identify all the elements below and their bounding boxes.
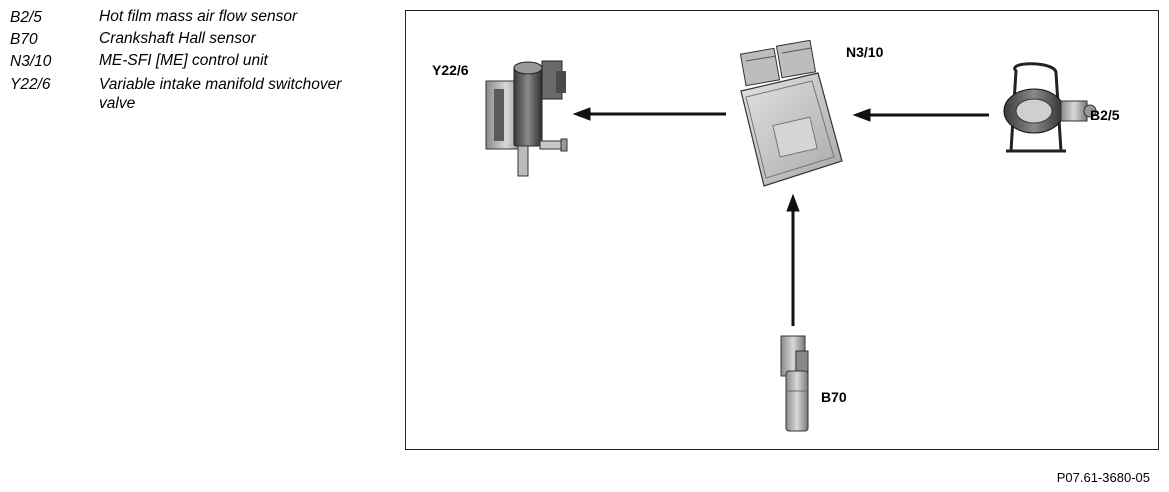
control-unit-n3-10 — [739, 39, 843, 187]
label-b70: B70 — [821, 389, 847, 405]
legend-row-b70: B70 Crankshaft Hall sensor — [10, 29, 349, 51]
figure-reference: P07.61-3680-05 — [1056, 470, 1150, 485]
signal-flow-diagram: Y22/6 N3/10 B2/5 B70 — [432, 39, 1120, 432]
legend-row-b2-5: B2/5 Hot film mass air flow sensor — [10, 7, 349, 29]
crankshaft-sensor-b70 — [780, 335, 809, 432]
legend-code: B2/5 — [10, 9, 42, 26]
label-y22-6: Y22/6 — [432, 62, 469, 78]
arrowhead-n3-10-right — [852, 108, 871, 122]
signal-arrows — [572, 107, 989, 326]
legend-code: N3/10 — [10, 53, 52, 70]
legend-row-y22-6: Y22/6 Variable intake manifold switchove… — [10, 73, 349, 113]
legend-code: Y22/6 — [10, 76, 51, 93]
legend-description: Variable intake manifold switchover valv… — [99, 76, 342, 112]
arrowhead-n3-10-bottom — [786, 193, 800, 212]
switchover-valve-y22-6 — [485, 60, 568, 177]
arrowhead-y22-6 — [572, 107, 591, 121]
label-n3-10: N3/10 — [846, 44, 884, 60]
legend-description: Hot film mass air flow sensor — [99, 8, 298, 25]
label-b2-5: B2/5 — [1090, 107, 1120, 123]
air-flow-sensor-b2-5 — [1003, 62, 1097, 153]
legend-code: B70 — [10, 31, 38, 48]
legend-row-n3-10: N3/10 ME-SFI [ME] control unit — [10, 51, 349, 73]
legend-description: ME-SFI [ME] control unit — [99, 52, 268, 69]
legend-description: Crankshaft Hall sensor — [99, 30, 256, 47]
diagram-frame: Y22/6 N3/10 B2/5 B70 — [405, 10, 1159, 450]
legend: B2/5 Hot film mass air flow sensor B70 C… — [10, 7, 349, 113]
